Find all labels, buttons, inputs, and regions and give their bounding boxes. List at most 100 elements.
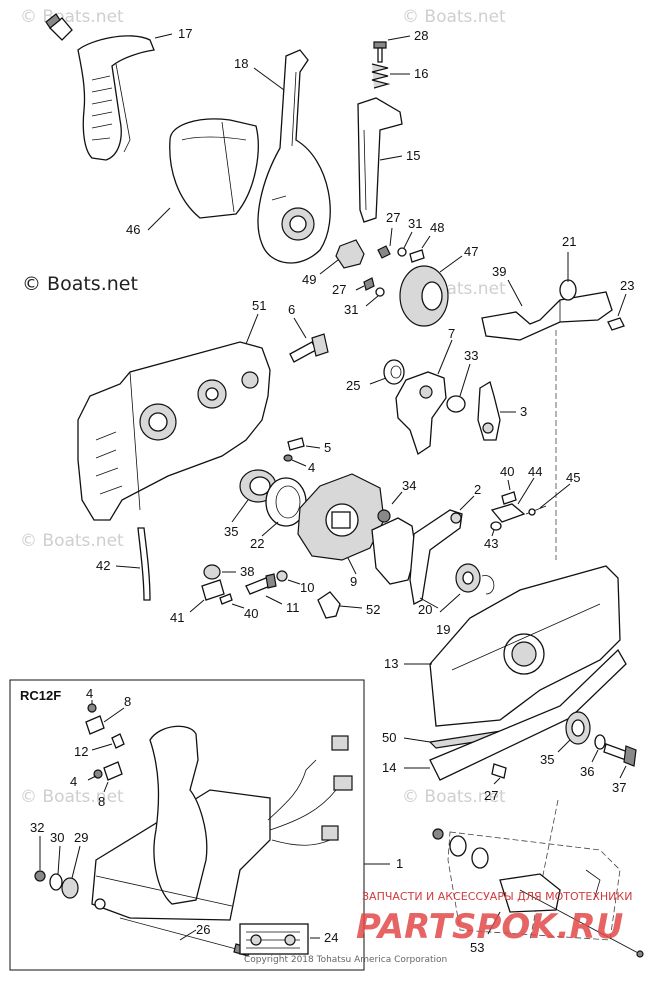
callout-7: 7: [448, 326, 455, 341]
copyright-text: Copyright 2018 Tohatsu America Corporati…: [244, 955, 447, 965]
callout-49: 49: [302, 272, 316, 287]
callout-41: 41: [170, 610, 184, 625]
part-53-cable-assembly: [432, 828, 644, 958]
callout-45: 45: [566, 470, 580, 485]
callout-10: 10: [300, 580, 314, 595]
part-29-spacer: [61, 877, 79, 899]
part-7-cam-plate: [395, 371, 447, 456]
brand-tagline: ЗАПЧАСТИ И АКСЕССУАРЫ ДЛЯ МОТОТЕХНИКИ: [362, 890, 632, 903]
callout-33: 33: [464, 348, 478, 363]
part-15-bracket: [357, 97, 403, 223]
part-30-washer: [49, 873, 63, 891]
part-14-bottom-plate: [429, 648, 627, 781]
callout-29: 29: [74, 830, 88, 845]
part-38-nut: [203, 564, 221, 580]
part-37-bolt: [603, 743, 637, 767]
callout-44: 44: [528, 464, 542, 479]
part-33-washer: [446, 395, 466, 413]
part-34-knob: [377, 509, 391, 523]
callout-9: 9: [350, 574, 357, 589]
callout-19: 19: [436, 622, 450, 637]
callout-27: 27: [386, 210, 400, 225]
part-31-washer: [397, 247, 407, 257]
part-5-clip: [287, 437, 305, 451]
callout-27b: 27: [332, 282, 346, 297]
callout-22: 22: [250, 536, 264, 551]
part-28-screw: [373, 41, 387, 63]
part-49-block: [335, 239, 365, 269]
callout-11: 11: [286, 600, 300, 615]
watermark-faint: © Boats.net: [20, 787, 124, 807]
part-17-handle-grip: [45, 13, 155, 161]
watermark-faint: © Boats.net: [20, 7, 124, 27]
part-39-throttle-lever: [481, 291, 613, 341]
callout-15: 15: [406, 148, 420, 163]
part-16-spring: [371, 63, 391, 89]
callout-1: 1: [396, 856, 403, 871]
callout-40b: 40: [244, 606, 258, 621]
callout-34: 34: [402, 478, 416, 493]
part-45-spring: [525, 505, 547, 516]
callout-35: 35: [224, 524, 238, 539]
part-47-disc: [399, 265, 449, 327]
part-3-arm: [477, 381, 501, 441]
part-11-bolt: [245, 573, 277, 595]
part-8-block-kit: [85, 715, 105, 735]
callout-16: 16: [414, 66, 428, 81]
part-46-cover: [169, 118, 259, 219]
part-48-screw: [409, 249, 425, 263]
callout-47: 47: [464, 244, 478, 259]
callout-13: 13: [384, 656, 398, 671]
part-32-nut: [34, 870, 46, 882]
part-40-screw: [501, 491, 517, 505]
part-44-spring: [490, 503, 526, 523]
callout-42: 42: [96, 558, 110, 573]
centerline: [529, 799, 559, 941]
part-19-gear: [455, 563, 495, 595]
part-51-housing: [77, 341, 271, 521]
callout-18: 18: [234, 56, 248, 71]
part-24-label: [239, 923, 309, 955]
callout-37: 37: [612, 780, 626, 795]
callout-40: 40: [500, 464, 514, 479]
callout-8b: 8: [98, 794, 105, 809]
callout-36: 36: [580, 764, 594, 779]
callout-38: 38: [240, 564, 254, 579]
part-21-washer: [559, 279, 577, 301]
kit-label: RC12F: [20, 688, 61, 703]
part-4-pin: [283, 454, 293, 462]
callout-31b: 31: [344, 302, 358, 317]
part-43-washer: [490, 521, 502, 531]
part-31-washer-b: [375, 287, 385, 297]
part-1-remote-control: [91, 725, 353, 921]
part-13-cover-plate: [429, 565, 621, 727]
callout-27c: 27: [484, 788, 498, 803]
callout-39: 39: [492, 264, 506, 279]
callout-32: 32: [30, 820, 44, 835]
callout-4b: 4: [86, 686, 93, 701]
callout-52: 52: [366, 602, 380, 617]
callout-26: 26: [196, 922, 210, 937]
watermark-main: © Boats.net: [22, 273, 138, 295]
callout-28: 28: [414, 28, 428, 43]
callout-43: 43: [484, 536, 498, 551]
watermark-faint: © Boats.net: [402, 787, 506, 807]
watermark-faint: © Boats.net: [20, 531, 124, 551]
watermark-faint: © Boats.net: [402, 7, 506, 27]
callout-51: 51: [252, 298, 266, 313]
part-23-screw: [607, 317, 625, 331]
callout-12: 12: [74, 744, 88, 759]
callout-5: 5: [324, 440, 331, 455]
callout-30: 30: [50, 830, 64, 845]
part-2-link: [371, 509, 463, 605]
part-27-screw-b: [363, 277, 375, 291]
callout-21: 21: [562, 234, 576, 249]
callout-17: 17: [178, 26, 192, 41]
callout-50: 50: [382, 730, 396, 745]
callout-53: 53: [470, 940, 484, 955]
callout-4c: 4: [70, 774, 77, 789]
callout-46: 46: [126, 222, 140, 237]
part-18-lever-arm: [257, 49, 331, 264]
callout-23: 23: [620, 278, 634, 293]
